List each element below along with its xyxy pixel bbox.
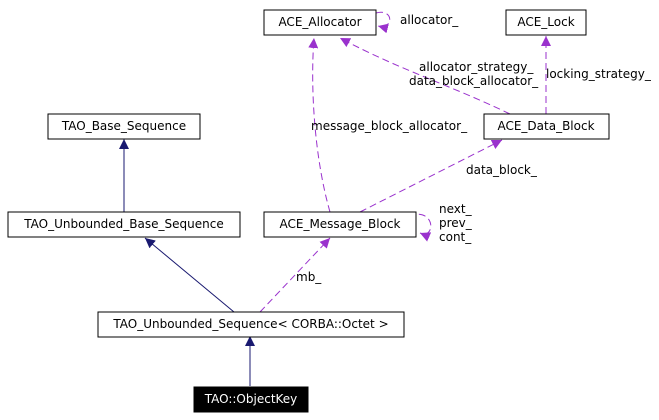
node-label: TAO_Unbounded_Base_Sequence (23, 217, 223, 231)
node-tao-objectkey[interactable]: TAO::ObjectKey (193, 386, 309, 413)
label-locking-strategy: locking_strategy_ (546, 67, 652, 81)
node-tao-unbounded-sequence[interactable]: TAO_Unbounded_Sequence< CORBA::Octet > (97, 311, 405, 338)
node-label: TAO::ObjectKey (204, 392, 298, 406)
edge-message-block-self (407, 213, 432, 242)
label-allocator: allocator_ (400, 13, 459, 27)
edge-labels: allocator_ allocator_strategy_ data_bloc… (296, 13, 652, 284)
node-label: ACE_Lock (517, 15, 574, 29)
node-ace-lock[interactable]: ACE_Lock (505, 9, 587, 36)
node-ace-allocator[interactable]: ACE_Allocator (263, 9, 377, 36)
node-ace-message-block[interactable]: ACE_Message_Block (263, 211, 417, 238)
label-next: next_ (439, 202, 473, 216)
node-label: ACE_Message_Block (279, 217, 400, 231)
node-label: TAO_Base_Sequence (61, 119, 186, 133)
node-ace-data-block[interactable]: ACE_Data_Block (483, 113, 610, 140)
node-label: ACE_Data_Block (497, 119, 594, 133)
edge-unbounded-seq-to-unbounded-base (144, 237, 235, 313)
label-allocator-strategy: allocator_strategy_ (419, 60, 534, 74)
edge-message-block-to-data-block (359, 139, 503, 213)
node-tao-base-sequence[interactable]: TAO_Base_Sequence (47, 113, 201, 140)
node-label: TAO_Unbounded_Sequence< CORBA::Octet > (112, 317, 388, 331)
node-tao-unbounded-base-sequence[interactable]: TAO_Unbounded_Base_Sequence (7, 211, 241, 238)
label-mb: mb_ (296, 270, 322, 284)
inheritance-edges (119, 139, 255, 386)
edge-allocator-self (375, 11, 391, 34)
node-label: ACE_Allocator (278, 15, 361, 29)
edge-data-block-to-allocator (339, 37, 511, 115)
edge-message-block-to-allocator (308, 37, 331, 213)
member-edges (259, 11, 551, 313)
label-cont: cont_ (439, 230, 472, 244)
label-data-block-allocator: data_block_allocator_ (409, 74, 539, 88)
label-prev: prev_ (439, 216, 473, 230)
label-message-block-allocator: message_block_allocator_ (311, 119, 468, 133)
label-data-block: data_block_ (466, 163, 538, 177)
edge-unbounded-seq-to-message-block (259, 237, 331, 313)
